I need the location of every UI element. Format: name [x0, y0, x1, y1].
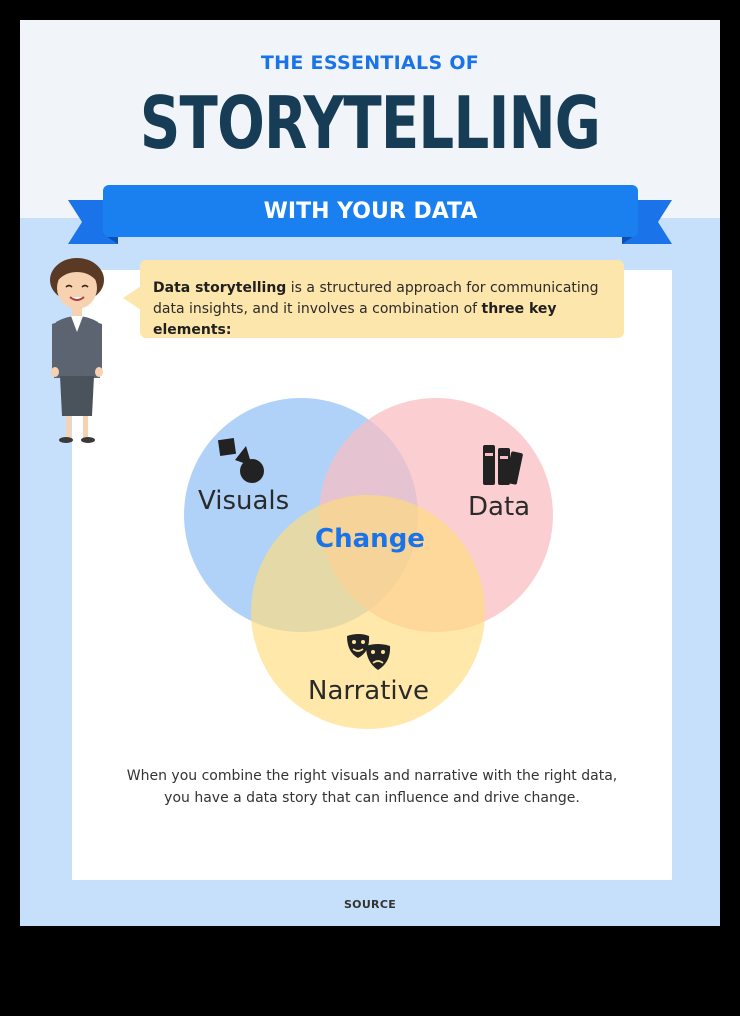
source-link[interactable]: SOURCE	[343, 898, 397, 911]
businesswoman-avatar-icon	[50, 258, 104, 443]
speech-bubble-pointer	[123, 286, 141, 310]
kicker-title: THE ESSENTIALS OF	[260, 52, 480, 74]
theater-masks-icon	[347, 634, 391, 670]
shapes-icon	[217, 437, 264, 483]
banner-ribbon	[68, 185, 672, 244]
narrative-circle	[251, 495, 485, 729]
intro-text: Data storytelling is a structured approa…	[153, 278, 619, 341]
speech-bubble	[140, 260, 624, 338]
caption: When you combine the right visuals and n…	[72, 765, 672, 809]
change-label: Change	[315, 524, 425, 554]
caption-line-2: you have a data story that can influence…	[164, 790, 580, 806]
venn-diagram	[184, 398, 553, 729]
banner-subtitle: WITH YOUR DATA	[263, 199, 478, 224]
books-icon	[483, 445, 523, 485]
narrative-label: Narrative	[308, 676, 430, 706]
infographic: THE ESSENTIALS OF STORYTELLING WITH YOUR…	[20, 20, 720, 926]
caption-line-1: When you combine the right visuals and n…	[126, 768, 618, 784]
intro-middle: is a structured approach for communicati…	[153, 280, 599, 317]
intro-lead: Data storytelling	[153, 280, 287, 296]
data-label: Data	[468, 492, 531, 522]
intro-emphasis: three key elements:	[153, 301, 557, 338]
visuals-label: Visuals	[198, 486, 290, 516]
main-title: STORYTELLING	[139, 81, 601, 165]
